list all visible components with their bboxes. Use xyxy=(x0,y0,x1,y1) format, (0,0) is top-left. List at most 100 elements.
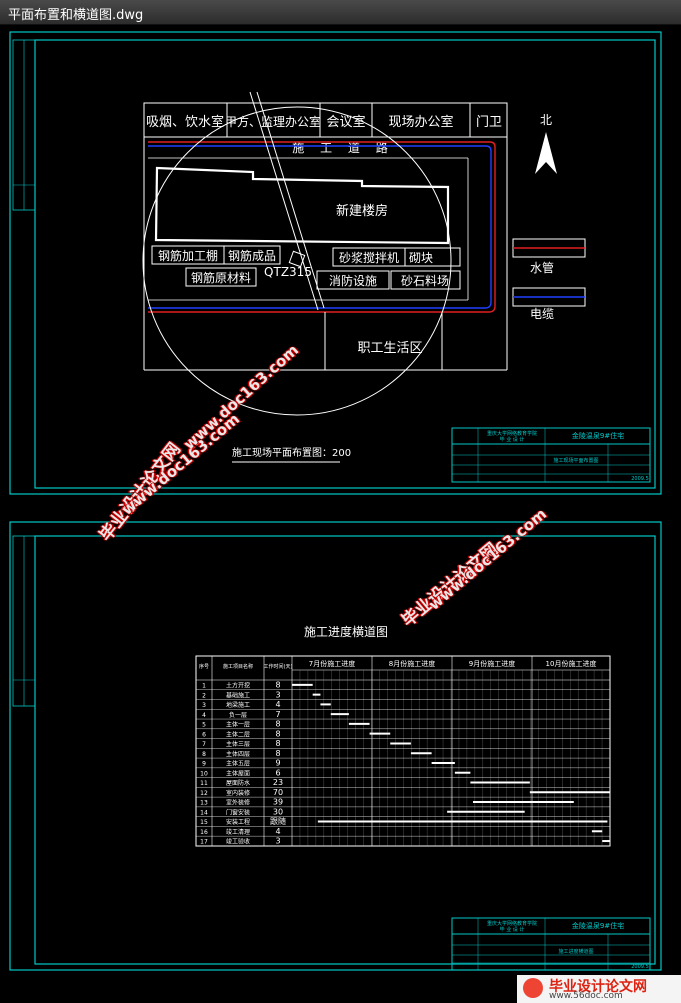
gantt-cell-task: 主体五层 xyxy=(226,760,250,768)
sheet1-outer-frame xyxy=(9,31,662,495)
gantt-cell-days: 8 xyxy=(275,739,280,748)
gantt-month-10: 10月份施工进度 xyxy=(546,659,597,668)
living-area-label: 职工生活区 xyxy=(357,341,422,356)
tb2-school: 重庆大学网络教育学院 xyxy=(487,920,537,927)
crane-label: QTZ315 xyxy=(264,265,312,279)
room-smoking-water: 吸烟、饮水室 xyxy=(146,114,224,130)
gantt-cell-days: 8 xyxy=(275,720,280,729)
gantt-cell-days: 8 xyxy=(275,749,280,758)
gantt-cell-task: 室内装修 xyxy=(226,789,250,797)
road-label: 施 工 道 路 xyxy=(292,140,393,155)
power-legend-label: 电缆 xyxy=(530,307,554,321)
sheet2-title-block: 重庆大学网络教育学院 毕 业 设 计 金陵温泉9#住宅 施工进度横道图 2009… xyxy=(451,917,651,971)
gantt-cell-task: 屋面防水 xyxy=(226,779,250,787)
gantt-cell-days: 7 xyxy=(275,710,280,719)
water-legend-label: 水管 xyxy=(530,260,554,275)
sand-label: 砂石料场 xyxy=(401,274,449,288)
room-owner-supervisor: 甲方、监理办公室 xyxy=(225,114,321,129)
power-cable-line xyxy=(148,145,492,309)
footer-logo[interactable]: 毕业设计论文网 www.56doc.com xyxy=(517,975,681,1003)
gantt-cell-task: 主体四层 xyxy=(226,750,250,758)
crane-jib-line1 xyxy=(249,91,319,311)
north-label: 北 xyxy=(540,113,552,127)
gantt-table: 序号 施工项目名称 工作时间(天) 7月份施工进度 8月份施工进度 9月份施工进… xyxy=(195,655,611,847)
tb1-kind: 毕 业 设 计 xyxy=(500,436,525,443)
brick-label: 砌块 xyxy=(409,251,433,265)
tb2-kind: 毕 业 设 计 xyxy=(500,926,525,933)
gantt-cell-task: 主体二层 xyxy=(226,730,250,738)
crane-jib-line2 xyxy=(256,91,325,309)
tb1-year: 2009.5 xyxy=(631,476,649,482)
gantt-cell-no: 16 xyxy=(200,829,208,836)
room-gatehouse: 门卫 xyxy=(476,115,502,130)
crane-radius-circle xyxy=(142,106,452,416)
tb2-project: 金陵温泉9#住宅 xyxy=(572,921,624,930)
gantt-cell-days: 30 xyxy=(273,807,283,816)
gantt-cell-days: 39 xyxy=(273,798,283,807)
gantt-cell-days: 8 xyxy=(275,729,280,738)
rebar-shed-label: 钢筋加工棚 xyxy=(158,248,218,263)
sheet1-inner-frame xyxy=(34,39,656,489)
tb2-drawing: 施工进度横道图 xyxy=(558,948,593,955)
rebar-raw-box xyxy=(185,267,257,287)
sheet1-title-block: 重庆大学网络教育学院 毕 业 设 计 金陵温泉9#住宅 施工现场平面布置图 20… xyxy=(451,427,651,483)
mortar-label: 砂浆搅拌机 xyxy=(339,250,399,265)
gantt-cell-task: 地梁施工 xyxy=(226,701,250,709)
gantt-cell-no: 3 xyxy=(202,702,206,709)
gantt-cell-no: 1 xyxy=(202,683,206,690)
sheet2-outer-frame xyxy=(9,521,662,971)
window-title: 平面布置和横道图.dwg xyxy=(8,8,144,23)
gantt-cell-task: 竣工验收 xyxy=(226,838,250,846)
site-plan-caption: 施工现场平面布置图：200 xyxy=(232,446,351,459)
gantt-cell-days: 3 xyxy=(275,837,280,846)
gantt-cell-no: 13 xyxy=(200,800,208,807)
gantt-cell-days: 跟随 xyxy=(270,816,286,826)
tb1-project: 金陵温泉9#住宅 xyxy=(572,431,624,440)
gantt-cell-no: 17 xyxy=(200,839,208,846)
gantt-cell-no: 10 xyxy=(200,770,208,777)
gantt-cell-no: 5 xyxy=(202,722,206,729)
gantt-month-9: 9月份施工进度 xyxy=(469,659,515,668)
brick-box xyxy=(404,247,461,267)
north-arrow-icon xyxy=(535,132,557,174)
fire-box xyxy=(316,270,390,290)
rebar-product-label: 钢筋成品 xyxy=(228,248,276,263)
footer-logo-text: 毕业设计论文网 xyxy=(549,979,647,995)
tb1-school: 重庆大学网络教育学院 xyxy=(487,430,537,437)
new-building-label: 新建楼房 xyxy=(336,203,388,219)
gantt-month-7: 7月份施工进度 xyxy=(309,659,355,668)
gantt-cell-task: 安装工程 xyxy=(226,818,250,826)
gantt-cell-no: 11 xyxy=(200,780,208,787)
tb2-year: 2009.5 xyxy=(631,964,649,970)
gantt-cell-task: 主体三层 xyxy=(226,740,250,748)
gantt-cell-no: 14 xyxy=(200,809,208,816)
gantt-cell-task: 门窗安装 xyxy=(226,808,250,816)
gantt-cell-no: 9 xyxy=(202,761,206,768)
room-site-office: 现场办公室 xyxy=(388,114,453,130)
gantt-cell-no: 4 xyxy=(202,712,206,719)
gantt-cell-task: 负一层 xyxy=(229,711,247,719)
window-titlebar: 平面布置和横道图.dwg xyxy=(0,0,681,25)
gantt-cell-days: 4 xyxy=(275,827,280,836)
gantt-cell-task: 基础施工 xyxy=(226,691,250,699)
sand-box xyxy=(390,270,461,290)
rebar-raw-label: 钢筋原材料 xyxy=(191,270,251,285)
sheet2-inner-frame xyxy=(34,535,656,965)
water-pipe-line xyxy=(148,141,496,313)
gantt-cell-no: 15 xyxy=(200,819,208,826)
gantt-header-task: 施工项目名称 xyxy=(223,663,253,670)
gantt-cell-days: 23 xyxy=(273,778,283,787)
gantt-cell-task: 竣工清理 xyxy=(226,828,250,836)
gantt-sheet: 施工进度横道图 序号 施工项目名称 工作时间(天) 7月份施工进度 8月份施工进… xyxy=(9,521,662,971)
gantt-cell-no: 2 xyxy=(202,692,206,699)
gantt-title: 施工进度横道图 xyxy=(304,624,388,639)
gantt-cell-no: 7 xyxy=(202,741,206,748)
office-row xyxy=(143,102,508,138)
gantt-cell-days: 4 xyxy=(275,700,280,709)
gantt-cell-days: 70 xyxy=(273,788,283,797)
site-plan-sheet: 吸烟、饮水室 甲方、监理办公室 会议室 现场办公室 门卫 施 工 道 路 新建楼… xyxy=(9,31,662,495)
gantt-cell-task: 主体屋面 xyxy=(226,769,250,777)
gantt-cell-task: 主体一层 xyxy=(226,721,250,729)
